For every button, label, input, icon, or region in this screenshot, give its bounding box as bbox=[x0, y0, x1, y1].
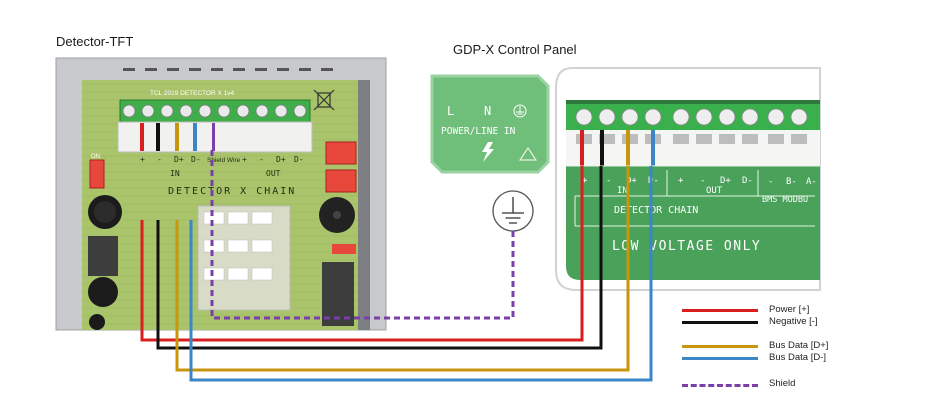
low-voltage-warning: LOW VOLTAGE ONLY bbox=[612, 239, 761, 254]
legend-swatch bbox=[682, 309, 758, 312]
power-label-n: N bbox=[484, 104, 491, 118]
legend-label: Power [+] bbox=[769, 304, 810, 315]
detector-chain-label: DETECTOR X CHAIN bbox=[168, 186, 296, 197]
legend-label: Shield bbox=[769, 378, 796, 389]
wires bbox=[140, 150, 653, 382]
legend-item-negative: Negative [-] bbox=[682, 316, 922, 328]
gdp-x-panel-title: GDP-X Control Panel bbox=[453, 42, 577, 57]
wire-negative bbox=[156, 166, 603, 350]
detector-terminal-label: D+ bbox=[276, 155, 286, 164]
legend-label: Bus Data [D+] bbox=[769, 340, 829, 351]
wire-power bbox=[140, 166, 584, 342]
detector-terminal-label: + bbox=[242, 155, 247, 164]
detector-terminal-label: D+ bbox=[174, 155, 184, 164]
earth-ground-icon bbox=[492, 190, 534, 232]
switch-on-label: ON bbox=[91, 154, 100, 160]
detector-terminal-label: - bbox=[259, 155, 264, 164]
weee-bin-icon bbox=[313, 89, 335, 111]
panel-terminal-label: + bbox=[582, 176, 588, 186]
lightning-icon bbox=[482, 142, 494, 162]
panel-terminal-label: - bbox=[768, 177, 773, 187]
panel-terminal-label: + bbox=[678, 176, 684, 186]
power-line-in-block bbox=[430, 74, 550, 174]
detector-terminal-label: D- bbox=[294, 155, 304, 164]
detector-terminal-label: - bbox=[157, 155, 162, 164]
detector-tft-device bbox=[55, 57, 387, 331]
legend-swatch bbox=[682, 384, 758, 387]
earth-small-icon bbox=[513, 104, 527, 118]
panel-terminal-label: A- bbox=[806, 177, 817, 187]
panel-terminal-label: D- bbox=[742, 176, 753, 186]
panel-terminal-label: D+ bbox=[720, 176, 731, 186]
power-label-l: L bbox=[447, 104, 454, 118]
panel-terminal-label: B- bbox=[786, 177, 797, 187]
detector-on-switch bbox=[89, 159, 105, 189]
legend-label: Bus Data [D-] bbox=[769, 352, 827, 363]
legend: Power [+] Negative [-] Bus Data [D+] Bus… bbox=[682, 302, 922, 402]
panel-chain-label: DETECTOR CHAIN bbox=[614, 205, 698, 216]
legend-item-power: Power [+] bbox=[682, 304, 922, 316]
wire-bus-dminus bbox=[189, 166, 653, 382]
shield-wire-label: Shield Wire bbox=[207, 157, 241, 164]
legend-item-shield: Shield bbox=[682, 378, 922, 390]
legend-item-bus-dminus: Bus Data [D-] bbox=[682, 352, 922, 364]
detector-out-label: OUT bbox=[266, 169, 281, 178]
wire-bus-dplus bbox=[175, 166, 630, 372]
legend-swatch bbox=[682, 357, 758, 360]
legend-label: Negative [-] bbox=[769, 316, 818, 327]
gdp-x-panel bbox=[555, 67, 821, 291]
legend-swatch bbox=[682, 321, 758, 324]
warning-triangle-icon bbox=[519, 147, 537, 161]
legend-item-bus-dplus: Bus Data [D+] bbox=[682, 340, 922, 352]
panel-terminal-label: - bbox=[606, 176, 611, 186]
detector-in-label: IN bbox=[170, 169, 180, 178]
legend-swatch bbox=[682, 345, 758, 348]
panel-out-label: OUT bbox=[706, 186, 723, 196]
bms-modbus-label: BMS MODBU bbox=[762, 195, 808, 205]
detector-terminal-label: + bbox=[140, 155, 145, 164]
detector-tft-title: Detector-TFT bbox=[56, 34, 134, 49]
panel-terminal-label: D- bbox=[648, 176, 659, 186]
pcb-header-text: TCL 2019 DETECTOR X 1v4 bbox=[150, 90, 235, 97]
panel-terminal-labels: + - D+ D- + - D+ D- - B- A- bbox=[582, 176, 817, 187]
panel-terminal-label: D+ bbox=[626, 176, 637, 186]
detector-terminal-label: D- bbox=[191, 155, 201, 164]
detector-terminal-labels: + - D+ D- + - D+ D- bbox=[140, 155, 304, 164]
panel-in-label: IN bbox=[617, 186, 628, 196]
wire-shield bbox=[210, 150, 515, 320]
power-caption: POWER/LINE IN bbox=[441, 126, 516, 137]
panel-terminal-label: - bbox=[700, 176, 705, 186]
